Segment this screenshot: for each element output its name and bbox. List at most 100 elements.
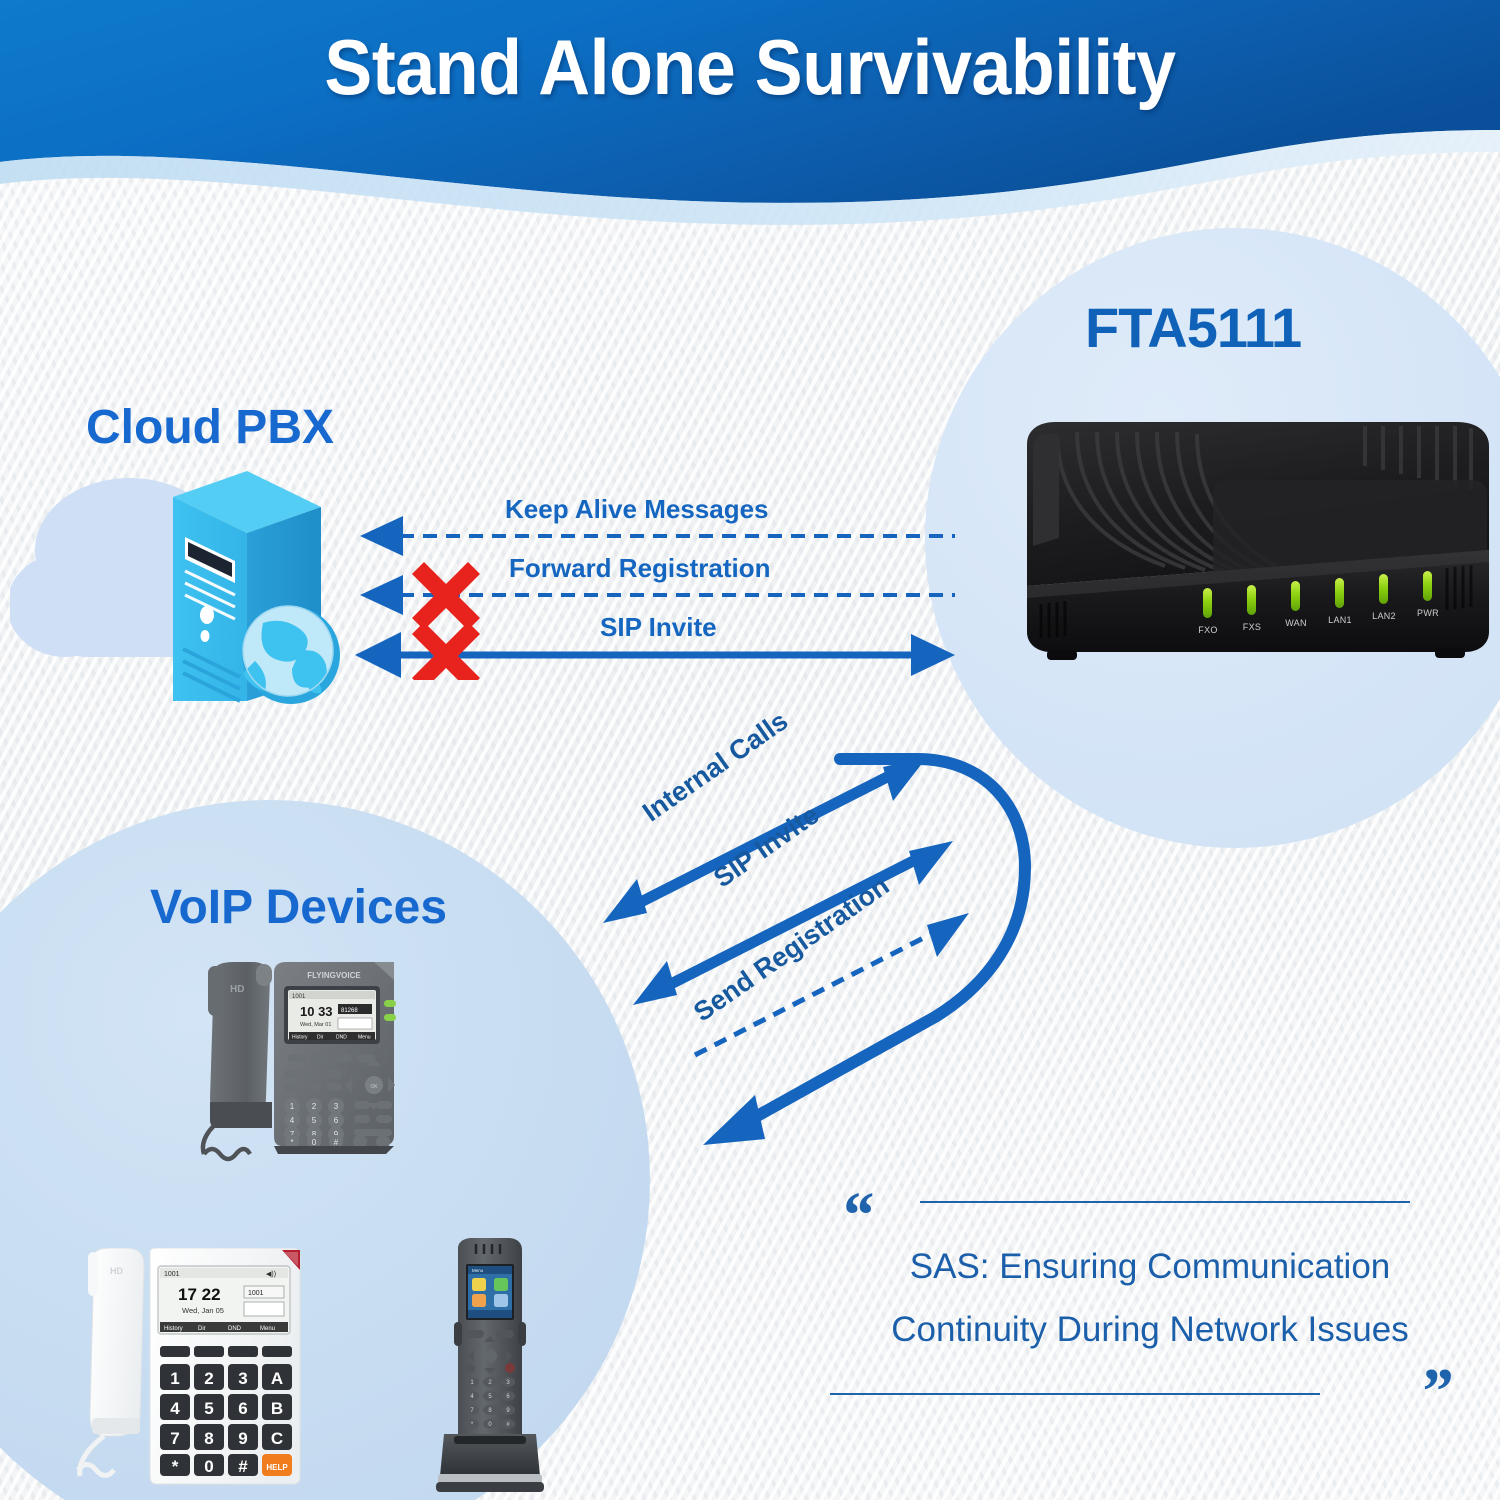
svg-text:4: 4 <box>470 1394 474 1400</box>
svg-text:◀)): ◀)) <box>266 1271 276 1278</box>
svg-text:4: 4 <box>290 1116 295 1125</box>
arrow-sip-invite <box>355 632 955 678</box>
svg-text:DND: DND <box>228 1326 242 1332</box>
led-label-lan1: LAN1 <box>1328 615 1352 625</box>
fta5111-router-graphic: FXO FXS WAN LAN1 LAN2 PWR <box>985 400 1500 700</box>
svg-text:DND: DND <box>336 1035 347 1041</box>
help-key <box>262 1454 292 1476</box>
arrow-local-sip-invite <box>633 841 953 1005</box>
svg-text:Menu: Menu <box>472 1268 484 1273</box>
svg-text:8: 8 <box>488 1408 492 1414</box>
svg-text:2: 2 <box>312 1102 317 1111</box>
svg-text:7: 7 <box>290 1130 295 1139</box>
svg-text:81268: 81268 <box>341 1008 358 1014</box>
svg-text:#: # <box>506 1422 510 1428</box>
page-title: Stand Alone Survivability <box>324 23 1176 111</box>
white-bigbutton-phone-graphic: HD 1001 ◀)) 17 22 Wed, Jan 05 1001 Hist <box>70 1247 305 1493</box>
svg-text:Menu: Menu <box>260 1326 275 1332</box>
led-label-wan: WAN <box>1285 618 1307 628</box>
white-phone-line-id: 1001 <box>164 1271 180 1278</box>
fta5111-label: FTA5111 <box>1085 296 1302 359</box>
svg-text:1: 1 <box>470 1380 474 1386</box>
svg-text:3: 3 <box>238 1369 247 1388</box>
arrow-forward-registration <box>360 575 955 615</box>
svg-text:Menu: Menu <box>358 1035 371 1041</box>
svg-text:6: 6 <box>334 1116 339 1125</box>
svg-text:0: 0 <box>312 1138 317 1147</box>
svg-text:6: 6 <box>506 1394 510 1400</box>
quote-open-mark: “ <box>840 1179 873 1252</box>
svg-text:10 33: 10 33 <box>300 1004 333 1019</box>
ip-desk-phone-graphic: HD FLYINGVOICE 1001 10 33 Wed, Mar 01 81… <box>178 960 408 1180</box>
cloud-flow-arrows <box>355 490 955 691</box>
quote-rule-top <box>920 1201 1410 1203</box>
svg-text:C: C <box>271 1429 283 1448</box>
svg-text:0: 0 <box>204 1457 213 1476</box>
svg-text:2: 2 <box>204 1369 213 1388</box>
quote-rule-bottom <box>830 1393 1320 1395</box>
header-banner: Stand Alone Survivability <box>0 0 1500 230</box>
svg-text:#: # <box>238 1457 248 1476</box>
svg-text:#: # <box>334 1138 339 1147</box>
voip-devices-label: VoIP Devices <box>150 881 448 934</box>
led-label-fxs: FXS <box>1242 622 1262 632</box>
svg-text:3: 3 <box>506 1380 510 1386</box>
svg-text:Dir: Dir <box>317 1035 324 1041</box>
svg-text:8: 8 <box>204 1429 213 1448</box>
svg-text:Dir: Dir <box>198 1326 206 1332</box>
svg-text:7: 7 <box>170 1429 179 1448</box>
svg-text:1: 1 <box>290 1102 295 1111</box>
cloud-pbx-label: Cloud PBX <box>86 401 334 454</box>
svg-text:5: 5 <box>488 1394 492 1400</box>
local-loop-arrows <box>585 735 1065 1145</box>
svg-text:8: 8 <box>312 1130 317 1139</box>
svg-text:3: 3 <box>334 1102 339 1111</box>
flow-label-sip-invite: SIP Invite <box>600 612 717 642</box>
svg-text:17 22: 17 22 <box>178 1285 221 1304</box>
flow-label-keep-alive: Keep Alive Messages <box>505 494 769 524</box>
svg-text:History: History <box>292 1035 308 1041</box>
svg-text:2: 2 <box>488 1380 492 1386</box>
svg-text:OK: OK <box>370 1084 378 1090</box>
flow-label-forward-registration: Forward Registration <box>509 553 771 583</box>
svg-text:HD: HD <box>110 1266 123 1276</box>
arrow-loop-down <box>703 1095 765 1145</box>
svg-text:1001: 1001 <box>248 1290 264 1297</box>
svg-text:0: 0 <box>488 1422 492 1428</box>
led-label-fxo: FXO <box>1198 625 1218 635</box>
blocked-cross-sip <box>411 621 481 691</box>
blocked-cross-forward <box>411 561 481 631</box>
quote-line-2: Continuity During Network Issues <box>891 1310 1409 1349</box>
svg-text:B: B <box>271 1399 283 1418</box>
arrow-internal-calls <box>603 757 927 923</box>
svg-text:Wed, Jan 05: Wed, Jan 05 <box>182 1306 224 1315</box>
svg-text:9: 9 <box>238 1429 247 1448</box>
quote-line-1: SAS: Ensuring Communication <box>909 1247 1391 1286</box>
svg-text:5: 5 <box>204 1399 213 1418</box>
svg-text:A: A <box>271 1369 283 1388</box>
arrow-send-registration <box>693 913 969 1058</box>
svg-text:7: 7 <box>470 1408 474 1414</box>
svg-text:6: 6 <box>238 1399 247 1418</box>
led-indicators <box>1203 571 1432 618</box>
svg-text:1: 1 <box>170 1369 179 1388</box>
arrow-keep-alive <box>360 516 955 556</box>
svg-text:HELP: HELP <box>266 1463 288 1472</box>
pbx-server-graphic <box>95 465 345 705</box>
svg-text:*: * <box>471 1422 474 1428</box>
phone-brand-text: FLYINGVOICE <box>307 971 361 980</box>
svg-text:HD: HD <box>230 984 244 995</box>
led-label-lan2: LAN2 <box>1372 611 1396 621</box>
svg-text:Wed, Mar 01: Wed, Mar 01 <box>300 1022 331 1028</box>
svg-text:5: 5 <box>312 1116 317 1125</box>
svg-text:1001: 1001 <box>292 994 306 1000</box>
svg-text:*: * <box>172 1457 179 1476</box>
quote-close-mark: ” <box>1419 1354 1452 1428</box>
quote-block: “ SAS: Ensuring Communication Continuity… <box>830 1175 1470 1428</box>
svg-text:4: 4 <box>170 1399 180 1418</box>
svg-text:*: * <box>290 1138 293 1147</box>
svg-text:History: History <box>164 1326 183 1332</box>
svg-text:9: 9 <box>334 1130 339 1139</box>
svg-text:9: 9 <box>506 1408 510 1414</box>
